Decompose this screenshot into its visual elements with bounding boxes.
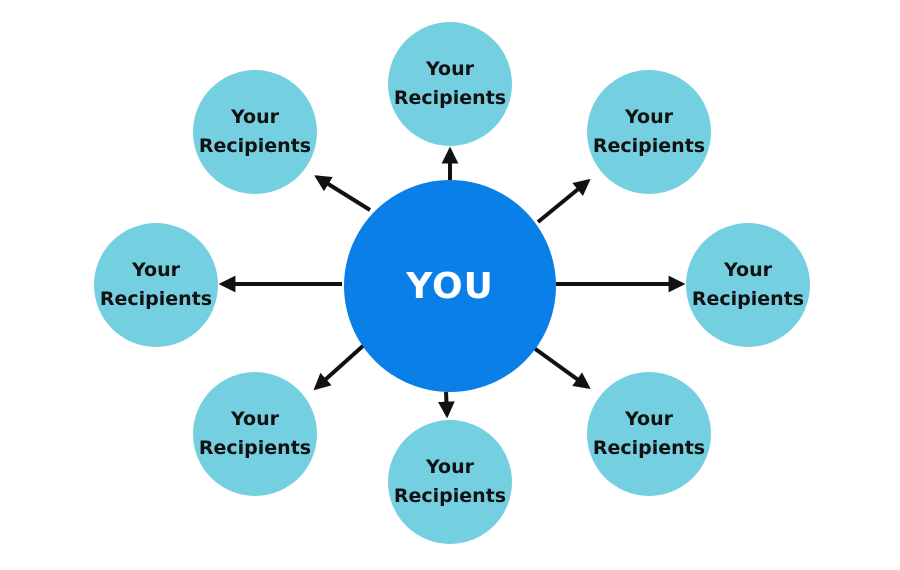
arrow-to-top-left (314, 175, 372, 212)
recipient-node-right: Your Recipients (686, 223, 810, 347)
you-label: YOU (406, 265, 494, 307)
recipient-node-top-left: Your Recipients (193, 70, 317, 194)
recipient-label: Your Recipients (691, 259, 805, 310)
recipient-node-bottom-right: Your Recipients (587, 372, 711, 496)
recipient-node-left: Your Recipients (94, 223, 218, 347)
recipient-node-top: Your Recipients (388, 22, 512, 146)
arrow-to-bottom-left (313, 343, 366, 391)
recipient-label: Your Recipients (592, 408, 706, 459)
recipient-label: Your Recipients (198, 106, 312, 157)
recipient-label: Your Recipients (592, 106, 706, 157)
recipient-label: Your Recipients (99, 259, 213, 310)
recipient-node-bottom: Your Recipients (388, 420, 512, 544)
you-node: YOU (344, 180, 556, 392)
recipient-label: Your Recipients (393, 456, 507, 507)
recipient-label: Your Recipients (198, 408, 312, 459)
recipient-node-bottom-left: Your Recipients (193, 372, 317, 496)
arrow-to-bottom (438, 391, 455, 419)
recipient-label: Your Recipients (393, 58, 507, 109)
recipient-node-top-right: Your Recipients (587, 70, 711, 194)
arrow-to-top-right (536, 178, 591, 224)
arrow-to-bottom-right (532, 346, 591, 389)
